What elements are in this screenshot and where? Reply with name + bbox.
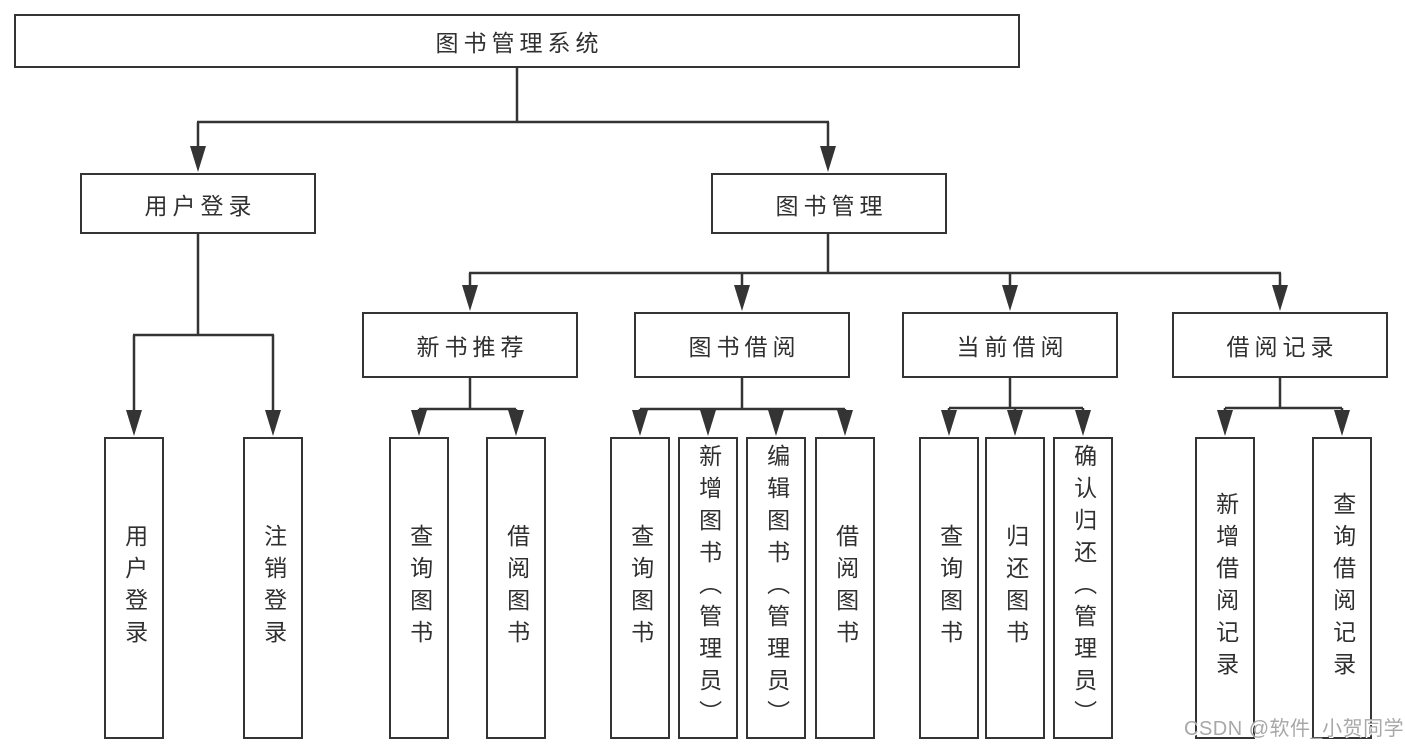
- leaf-add-books-admin: 新增图书（管理员）: [678, 437, 738, 739]
- leaf-logout-label: 注销登录: [260, 524, 287, 652]
- leaf-recommend-search-books: 查询图书: [389, 437, 449, 739]
- node-user-login-label: 用户登录: [144, 192, 257, 219]
- leaf-add-borrow-record: 新增借阅记录: [1195, 437, 1255, 739]
- node-user-login: 用户登录: [80, 173, 316, 234]
- node-new-book-recommendation: 新书推荐: [362, 312, 578, 378]
- leaf-user-login-label: 用户登录: [121, 524, 148, 652]
- node-book-management-label: 图书管理: [775, 192, 888, 219]
- node-borrowing-records: 借阅记录: [1172, 312, 1388, 378]
- node-current-borrowing-label: 当前借阅: [956, 334, 1069, 360]
- leaf-return-books-label: 归还图书: [1002, 524, 1029, 652]
- leaf-borrow-search-books-label: 查询图书: [627, 524, 654, 652]
- node-book-borrowing-label: 图书借阅: [688, 334, 801, 360]
- node-current-borrowing: 当前借阅: [902, 312, 1118, 378]
- leaf-add-borrow-record-label: 新增借阅记录: [1212, 492, 1239, 684]
- node-root: 图书管理系统: [14, 14, 1020, 68]
- leaf-logout: 注销登录: [243, 437, 303, 739]
- leaf-search-borrow-record: 查询借阅记录: [1312, 437, 1372, 739]
- leaf-user-login: 用户登录: [104, 437, 164, 739]
- node-root-label: 图书管理系统: [435, 30, 604, 56]
- leaf-add-books-admin-label: 新增图书（管理员）: [695, 444, 722, 732]
- leaf-recommend-borrow-books: 借阅图书: [486, 437, 546, 739]
- leaf-return-books: 归还图书: [985, 437, 1045, 739]
- leaf-borrow-books-label: 借阅图书: [832, 524, 859, 652]
- leaf-edit-books-admin-label: 编辑图书（管理员）: [763, 444, 790, 732]
- leaf-current-search-books-label: 查询图书: [936, 524, 963, 652]
- node-book-management: 图书管理: [711, 173, 947, 234]
- leaf-confirm-return-admin-label: 确认归还（管理员）: [1070, 444, 1097, 732]
- leaf-borrow-books: 借阅图书: [815, 437, 875, 739]
- node-borrowing-records-label: 借阅记录: [1226, 334, 1339, 360]
- node-book-borrowing: 图书借阅: [634, 312, 850, 378]
- leaf-confirm-return-admin: 确认归还（管理员）: [1053, 437, 1113, 739]
- leaf-search-borrow-record-label: 查询借阅记录: [1329, 492, 1356, 684]
- csdn-watermark: CSDN @软件_小贺同学: [1184, 718, 1405, 740]
- leaf-current-search-books: 查询图书: [919, 437, 979, 739]
- leaf-recommend-search-books-label: 查询图书: [406, 524, 433, 652]
- leaf-edit-books-admin: 编辑图书（管理员）: [746, 437, 806, 739]
- leaf-recommend-borrow-books-label: 借阅图书: [503, 524, 530, 652]
- node-new-book-recommendation-label: 新书推荐: [416, 334, 529, 360]
- leaf-borrow-search-books: 查询图书: [610, 437, 670, 739]
